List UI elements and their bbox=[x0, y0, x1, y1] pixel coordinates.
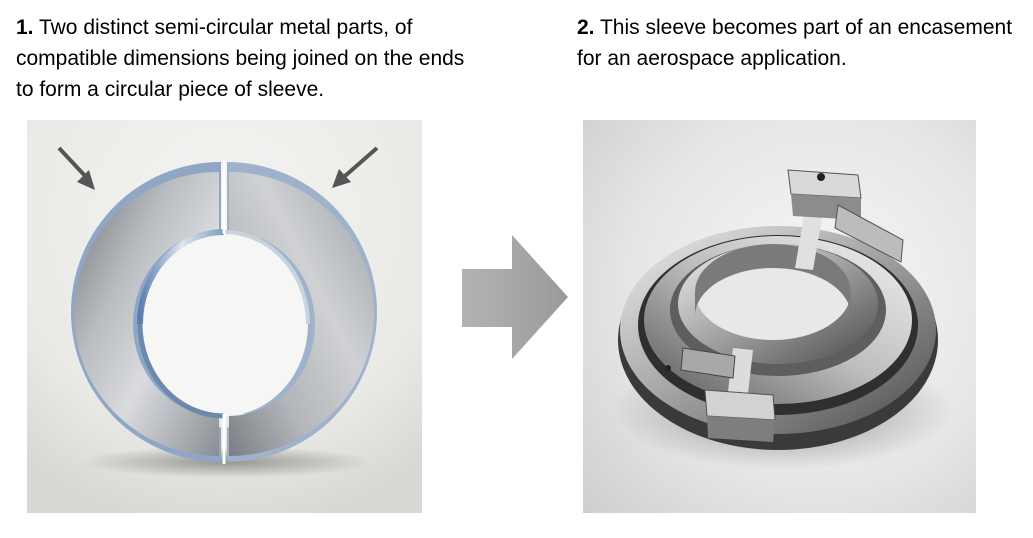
step-1-caption: 1. Two distinct semi-circular metal part… bbox=[16, 12, 486, 105]
lower-screw-hole bbox=[665, 365, 671, 371]
bottom-clamp-block bbox=[705, 390, 775, 420]
step-1-text: Two distinct semi-circular metal parts, … bbox=[16, 16, 464, 101]
step-2-caption: 2. This sleeve becomes part of an encase… bbox=[577, 12, 1017, 74]
top-screw-hole bbox=[817, 173, 825, 181]
top-clamp-block bbox=[788, 170, 861, 198]
step-1-number: 1. bbox=[16, 16, 34, 39]
bottom-clamp-side bbox=[707, 416, 775, 442]
step-2-text: This sleeve becomes part of an encasemen… bbox=[577, 16, 1012, 70]
encasement-image bbox=[583, 120, 976, 513]
split-ring-image bbox=[27, 120, 422, 513]
step-2-number: 2. bbox=[577, 16, 595, 39]
right-arrow-icon bbox=[460, 235, 570, 360]
